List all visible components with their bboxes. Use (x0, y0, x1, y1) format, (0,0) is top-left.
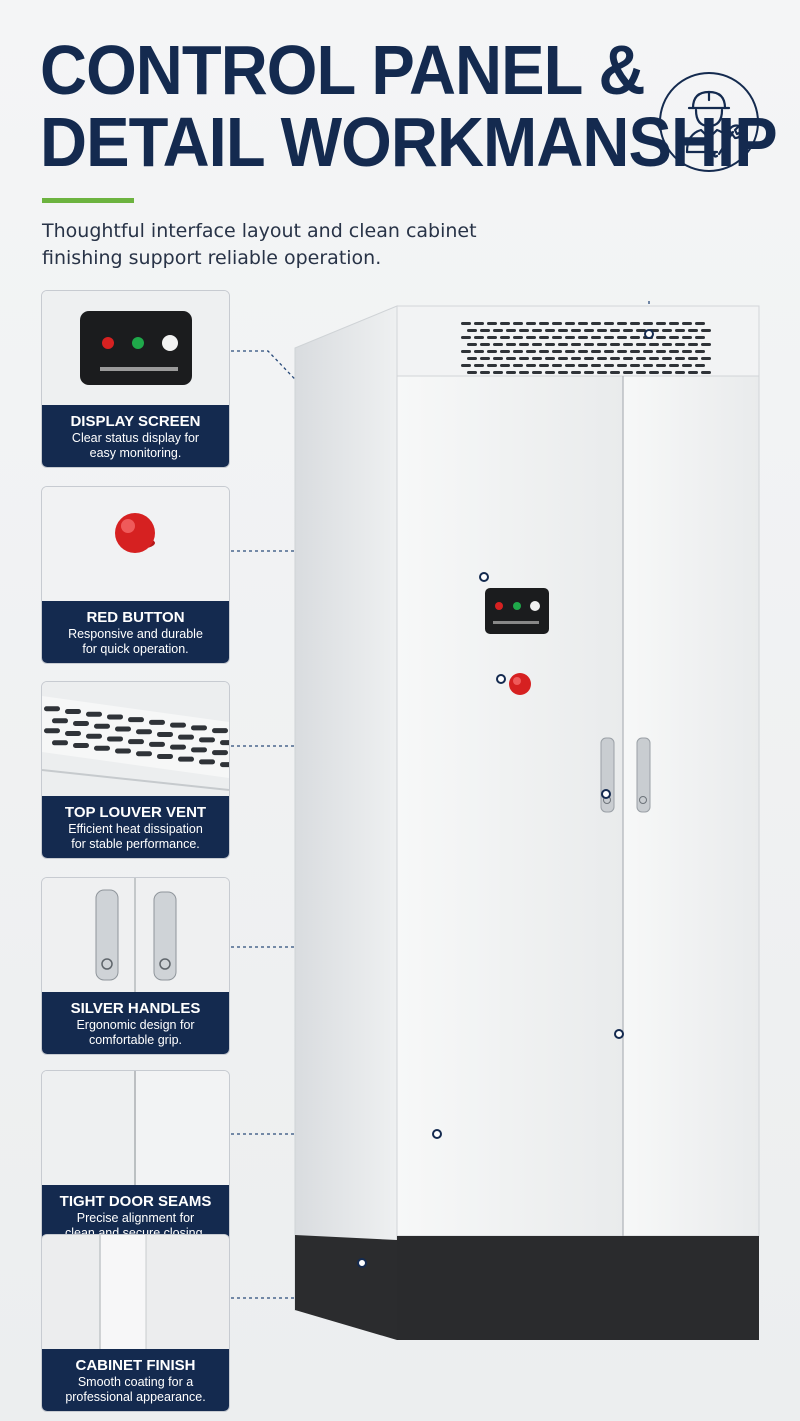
card-desc-line: professional appearance. (65, 1390, 206, 1404)
silver-handles-thumbnail (42, 878, 229, 992)
louver-vent (461, 322, 711, 374)
card-desc-line: Clear status display for (71, 431, 200, 445)
feature-card-display-screen: DISPLAY SCREEN Clear status display for … (41, 290, 230, 468)
subtitle-line-1: Thoughtful interface layout and clean ca… (42, 220, 477, 242)
card-title: DISPLAY SCREEN (70, 413, 201, 430)
subtitle-line-2: finishing support reliable operation. (42, 247, 382, 269)
card-desc-line: comfortable grip. (88, 1033, 183, 1047)
card-desc-line: Ergonomic design for (76, 1018, 195, 1032)
card-desc-line: Responsive and durable (68, 627, 203, 641)
worker-with-wrench-icon (659, 72, 759, 172)
card-desc-line: Precise alignment for (76, 1211, 195, 1225)
card-desc-line: easy monitoring. (89, 446, 182, 460)
card-desc-line: for quick operation. (82, 642, 189, 656)
door-seams-thumbnail (42, 1071, 229, 1185)
cabinet-illustration (294, 305, 760, 1340)
card-description: Efficient heat dissipation for stable pe… (42, 822, 229, 852)
card-desc-line: Efficient heat dissipation (68, 822, 203, 836)
red-emergency-button (509, 673, 531, 695)
feature-card-top-louver-vent: TOP LOUVER VENT Efficient heat dissipati… (41, 681, 230, 859)
card-caption: SILVER HANDLES Ergonomic design for comf… (42, 992, 229, 1054)
card-title: SILVER HANDLES (70, 1000, 201, 1017)
card-description: Clear status display for easy monitoring… (42, 431, 229, 461)
card-caption: TOP LOUVER VENT Efficient heat dissipati… (42, 796, 229, 858)
feature-card-tight-door-seams: TIGHT DOOR SEAMS Precise alignment for c… (41, 1070, 230, 1248)
card-caption: RED BUTTON Responsive and durable for qu… (42, 601, 229, 663)
feature-card-cabinet-finish: CABINET FINISH Smooth coating for a prof… (41, 1234, 230, 1412)
card-description: Ergonomic design for comfortable grip. (42, 1018, 229, 1048)
card-desc-line: for stable performance. (71, 837, 200, 851)
accent-underline (42, 198, 134, 203)
title-line-2: DETAIL WORKMANSHIP (40, 103, 778, 181)
card-title: TOP LOUVER VENT (64, 804, 207, 821)
card-caption: DISPLAY SCREEN Clear status display for … (42, 405, 229, 467)
subtitle: Thoughtful interface layout and clean ca… (42, 218, 562, 272)
title-line-1: CONTROL PANEL & (40, 31, 645, 109)
card-title: TIGHT DOOR SEAMS (59, 1193, 212, 1210)
card-description: Responsive and durable for quick operati… (42, 627, 229, 657)
card-description: Smooth coating for a professional appear… (42, 1375, 229, 1405)
card-caption: CABINET FINISH Smooth coating for a prof… (42, 1349, 229, 1411)
card-title: CABINET FINISH (75, 1357, 196, 1374)
display-screen (485, 588, 549, 634)
feature-card-silver-handles: SILVER HANDLES Ergonomic design for comf… (41, 877, 230, 1055)
feature-card-red-button: RED BUTTON Responsive and durable for qu… (41, 486, 230, 664)
display-screen-thumbnail (42, 291, 229, 405)
cabinet-finish-thumbnail (42, 1235, 229, 1349)
card-title: RED BUTTON (86, 609, 185, 626)
card-desc-line: Smooth coating for a (77, 1375, 194, 1389)
louver-vent-thumbnail (42, 682, 229, 796)
page-title: CONTROL PANEL & DETAIL WORKMANSHIP (40, 31, 778, 181)
red-button-thumbnail (42, 487, 229, 601)
